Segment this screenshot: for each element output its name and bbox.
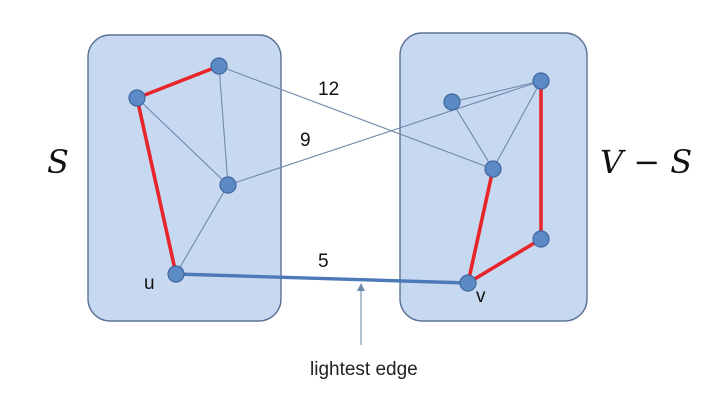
mst-edge <box>466 167 495 285</box>
graph-node <box>219 176 237 194</box>
lightest-edge-caption: lightest edge <box>310 359 418 380</box>
arrowhead-icon <box>357 283 365 291</box>
graph-node <box>532 230 550 248</box>
edge <box>175 184 229 275</box>
set-label-s: S <box>47 143 69 181</box>
edge-weight-label: 9 <box>300 130 311 151</box>
mst-edge <box>135 64 221 100</box>
graph-node <box>443 93 461 111</box>
edge <box>451 80 542 103</box>
edge-weight-label: 5 <box>318 251 329 272</box>
edge <box>218 65 229 186</box>
graph-node-v <box>459 274 477 292</box>
edge <box>451 101 494 170</box>
edge <box>136 97 229 186</box>
mst-edge <box>466 237 543 285</box>
graph-node <box>210 57 228 75</box>
set-label-v-minus-s: V − S <box>600 143 692 181</box>
edge-weight-12 <box>218 65 494 170</box>
edge-weight-label: 12 <box>318 79 339 100</box>
graph-node <box>484 160 502 178</box>
graph-node <box>128 89 146 107</box>
mst-edge <box>135 96 178 276</box>
graph-node <box>532 72 550 90</box>
graph-node-u <box>167 265 185 283</box>
edge-weight-9 <box>227 80 542 186</box>
edge <box>492 80 542 170</box>
lightest-edge <box>174 272 470 285</box>
node-label-v: v <box>476 286 486 307</box>
node-label-u: u <box>144 273 155 294</box>
